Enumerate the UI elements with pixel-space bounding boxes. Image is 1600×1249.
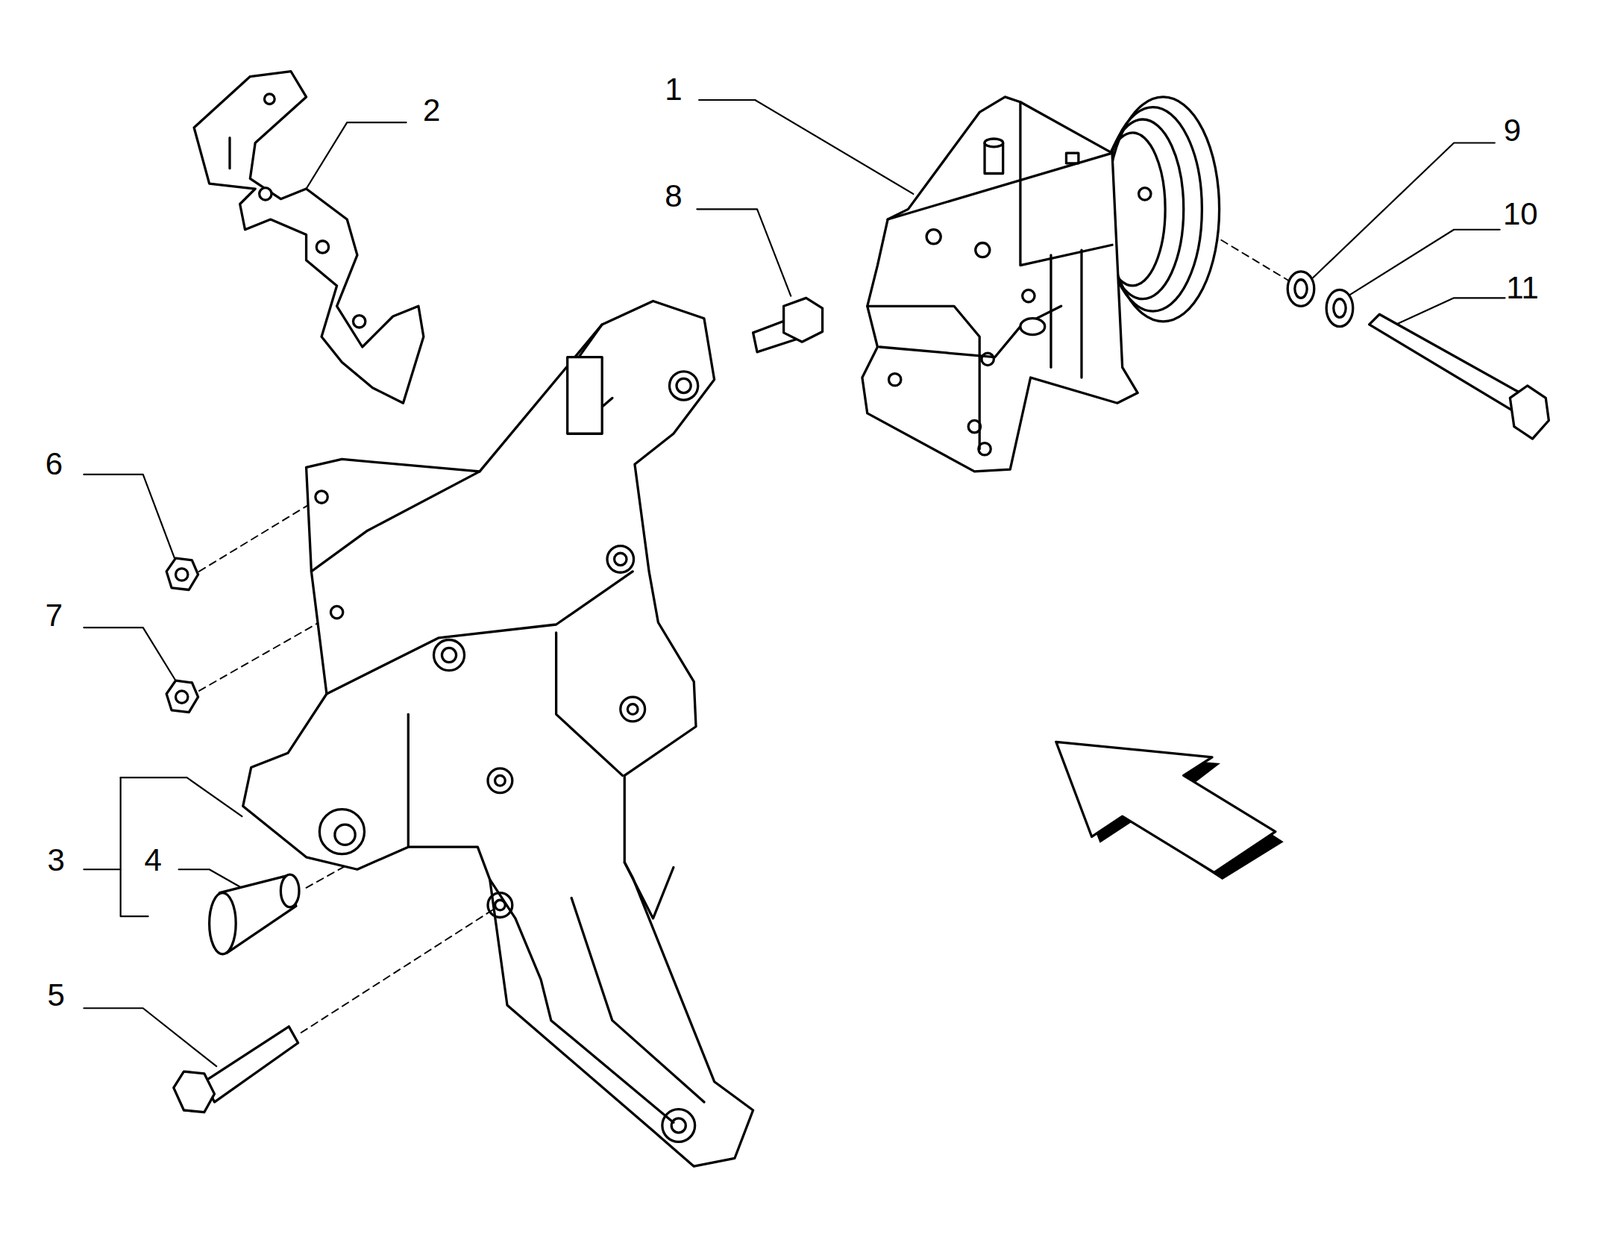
callout-number: 3 (47, 844, 65, 876)
callout-number: 7 (45, 599, 63, 632)
sleeve (209, 874, 300, 955)
washers-bolt (1287, 271, 1549, 439)
compressor (862, 96, 1220, 472)
clip-bracket (193, 71, 424, 403)
callout-number: 1 (664, 73, 682, 106)
callout-number: 8 (664, 180, 682, 212)
bolt (753, 297, 823, 352)
view-arrow (1056, 741, 1284, 880)
callout-number: 11 (1506, 272, 1539, 304)
callout-number: 5 (47, 979, 65, 1011)
callout-number: 10 (1503, 198, 1539, 230)
bolt (173, 1026, 299, 1113)
callout-number: 9 (1503, 114, 1521, 147)
leader-lines (83, 99, 1505, 1066)
callout-number: 2 (422, 94, 441, 127)
mounting-bracket (243, 300, 754, 1166)
callout-number: 4 (144, 844, 162, 876)
callout-number: 6 (45, 448, 63, 480)
nuts (166, 557, 198, 713)
